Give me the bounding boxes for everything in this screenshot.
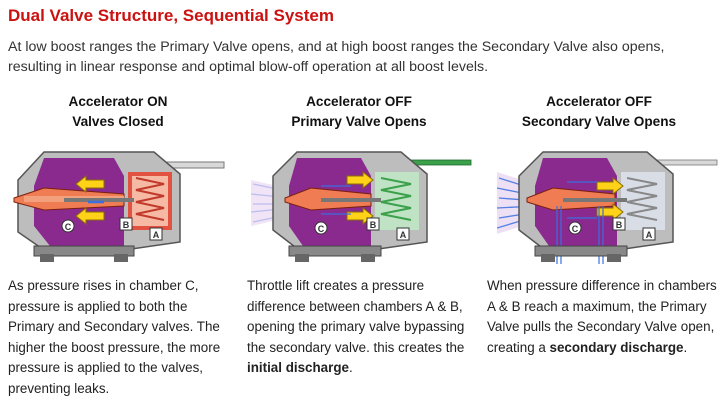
description-bold: secondary discharge (549, 339, 684, 355)
chamber-c-label: C (318, 224, 325, 234)
panel-secondary-opens: Accelerator OFF Secondary Valve Opens C … (483, 92, 718, 355)
chamber-c-label: C (572, 224, 579, 234)
panel-heading: Accelerator OFF Secondary Valve Opens (483, 92, 715, 132)
description-text: Throttle lift creates a pressure differe… (247, 278, 465, 355)
description-end: . (683, 339, 688, 355)
chamber-a-label: A (153, 230, 160, 240)
description-bold: initial discharge (247, 360, 349, 375)
panel-heading-line1: Accelerator OFF (306, 94, 412, 109)
valve-diagram-closed: C B A (13, 151, 225, 262)
intro-text: At low boost ranges the Primary Valve op… (8, 39, 665, 75)
panel-heading: Accelerator ON Valves Closed (2, 92, 234, 132)
description-end: . (348, 360, 353, 375)
valve-diagram-primary: C B A (251, 151, 472, 262)
chamber-c-label: C (65, 222, 72, 232)
panel-heading-line2: Secondary Valve Opens (521, 114, 677, 129)
page-title: Dual Valve Structure, Sequential System (8, 6, 334, 25)
panel-description: Throttle lift creates a pressure differe… (247, 276, 475, 379)
panel-primary-opens: Accelerator OFF Primary Valve Opens (243, 92, 475, 375)
valve-diagram-secondary: C B A (497, 151, 718, 264)
panel-heading: Accelerator OFF Primary Valve Opens (243, 92, 475, 132)
description-text: As pressure rises in chamber C, pressure… (8, 278, 221, 396)
panel-valves-closed: Accelerator ON Valves Closed C (2, 92, 234, 396)
description-text: When pressure difference in chambers A &… (487, 278, 717, 355)
chamber-b-label: B (616, 220, 623, 230)
chamber-a-label: A (400, 230, 407, 240)
panel-heading-line2: Primary Valve Opens (291, 114, 427, 129)
panel-heading-line2: Valves Closed (72, 114, 164, 129)
chamber-b-label: B (123, 220, 130, 230)
chamber-a-label: A (646, 230, 653, 240)
chamber-b-label: B (370, 220, 377, 230)
panel-heading-line1: Accelerator OFF (546, 94, 652, 109)
panel-description: When pressure difference in chambers A &… (487, 276, 717, 358)
panel-heading-line1: Accelerator ON (68, 94, 168, 109)
panel-description: As pressure rises in chamber C, pressure… (8, 276, 232, 399)
